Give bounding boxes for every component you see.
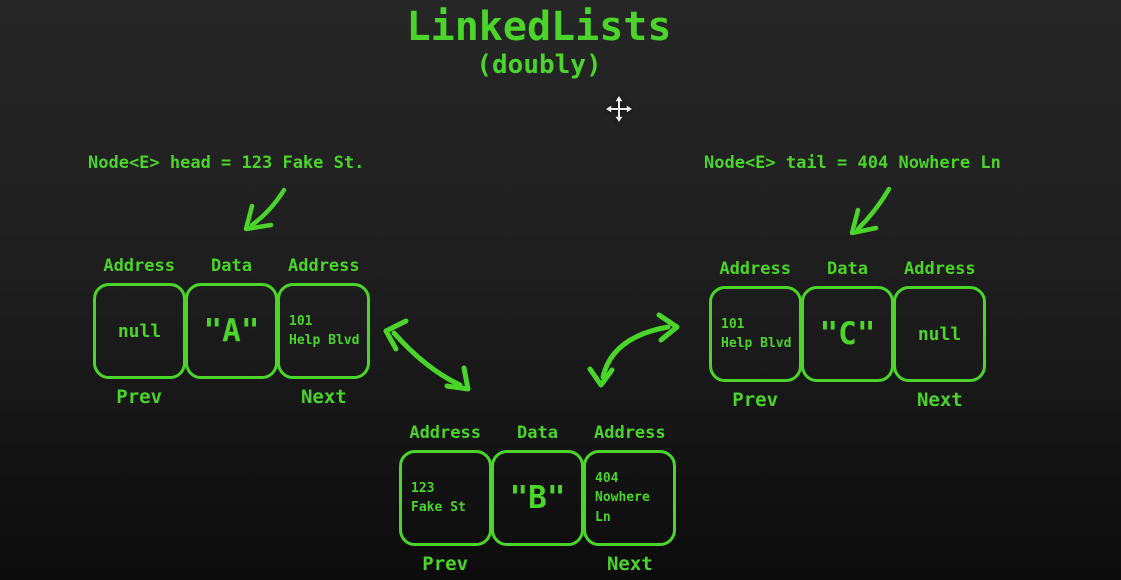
node-c-footer: Prev Next [709,389,986,411]
link-a-b-double-arrow-icon [383,318,471,392]
col-header-address: Address [903,259,976,279]
footer-spacer [801,389,893,411]
tail-pointer-annotation: Node<E> tail = 404 Nowhere Ln [704,153,1001,173]
footer-spacer [491,553,583,575]
node-a-data-cell: "A" [185,283,278,379]
next-label: Next [916,389,963,411]
page-title: LinkedLists (doubly) [407,4,672,80]
node-a-cells: null "A" 101 Help Blvd [93,283,370,379]
data-value: "A" [203,313,260,349]
move-cursor-icon [606,96,632,122]
prev-label: Prev [422,553,469,575]
node-c-data-cell: "C" [801,286,894,382]
col-header-data: Data [517,423,558,443]
prev-address-value: null [117,320,162,342]
node-a-headers: Address Data Address [93,256,370,276]
col-header-data: Data [211,256,252,276]
title-main: LinkedLists [406,4,672,50]
head-arrow-down-left-icon [243,187,287,232]
next-label: Next [606,553,653,575]
head-pointer-annotation: Node<E> head = 123 Fake St. [88,153,365,173]
node-c: Address Data Address 101 Help Blvd "C" n… [709,259,986,411]
node-c-cells: 101 Help Blvd "C" null [709,286,986,382]
col-header-data: Data [827,259,868,279]
col-header-address: Address [287,256,360,276]
next-address-value: 404 Nowhere Ln [595,470,650,525]
node-a-footer: Prev Next [93,386,370,408]
next-label: Next [300,386,347,408]
data-value: "C" [819,316,876,352]
node-b-prev-address-cell: 123 Fake St [399,450,492,546]
col-header-address: Address [593,423,666,443]
node-c-headers: Address Data Address [709,259,986,279]
node-b-headers: Address Data Address [399,423,676,443]
node-b: Address Data Address 123 Fake St "B" 404… [399,423,676,575]
col-header-address: Address [103,256,175,276]
node-a-next-address-cell: 101 Help Blvd [277,283,370,379]
node-c-prev-address-cell: 101 Help Blvd [709,286,802,382]
data-value: "B" [509,480,566,516]
prev-address-value: 123 Fake St [411,480,466,516]
prev-address-value: 101 Help Blvd [721,316,792,352]
node-b-next-address-cell: 404 Nowhere Ln [583,450,676,546]
tail-arrow-down-left-icon [849,186,892,236]
node-b-cells: 123 Fake St "B" 404 Nowhere Ln [399,450,676,546]
node-c-next-address-cell: null [893,286,986,382]
prev-label: Prev [732,389,779,411]
col-header-address: Address [409,423,481,443]
node-a-prev-address-cell: null [93,283,186,379]
link-b-c-double-arrow-icon [587,312,680,388]
node-a: Address Data Address null "A" 101 Help B… [93,256,370,408]
prev-label: Prev [116,386,163,408]
footer-spacer [185,386,277,408]
title-sub: (doubly) [476,50,602,80]
node-b-data-cell: "B" [491,450,584,546]
node-b-footer: Prev Next [399,553,676,575]
next-address-value: 101 Help Blvd [289,313,360,349]
col-header-address: Address [719,259,791,279]
next-address-value: null [917,323,962,345]
